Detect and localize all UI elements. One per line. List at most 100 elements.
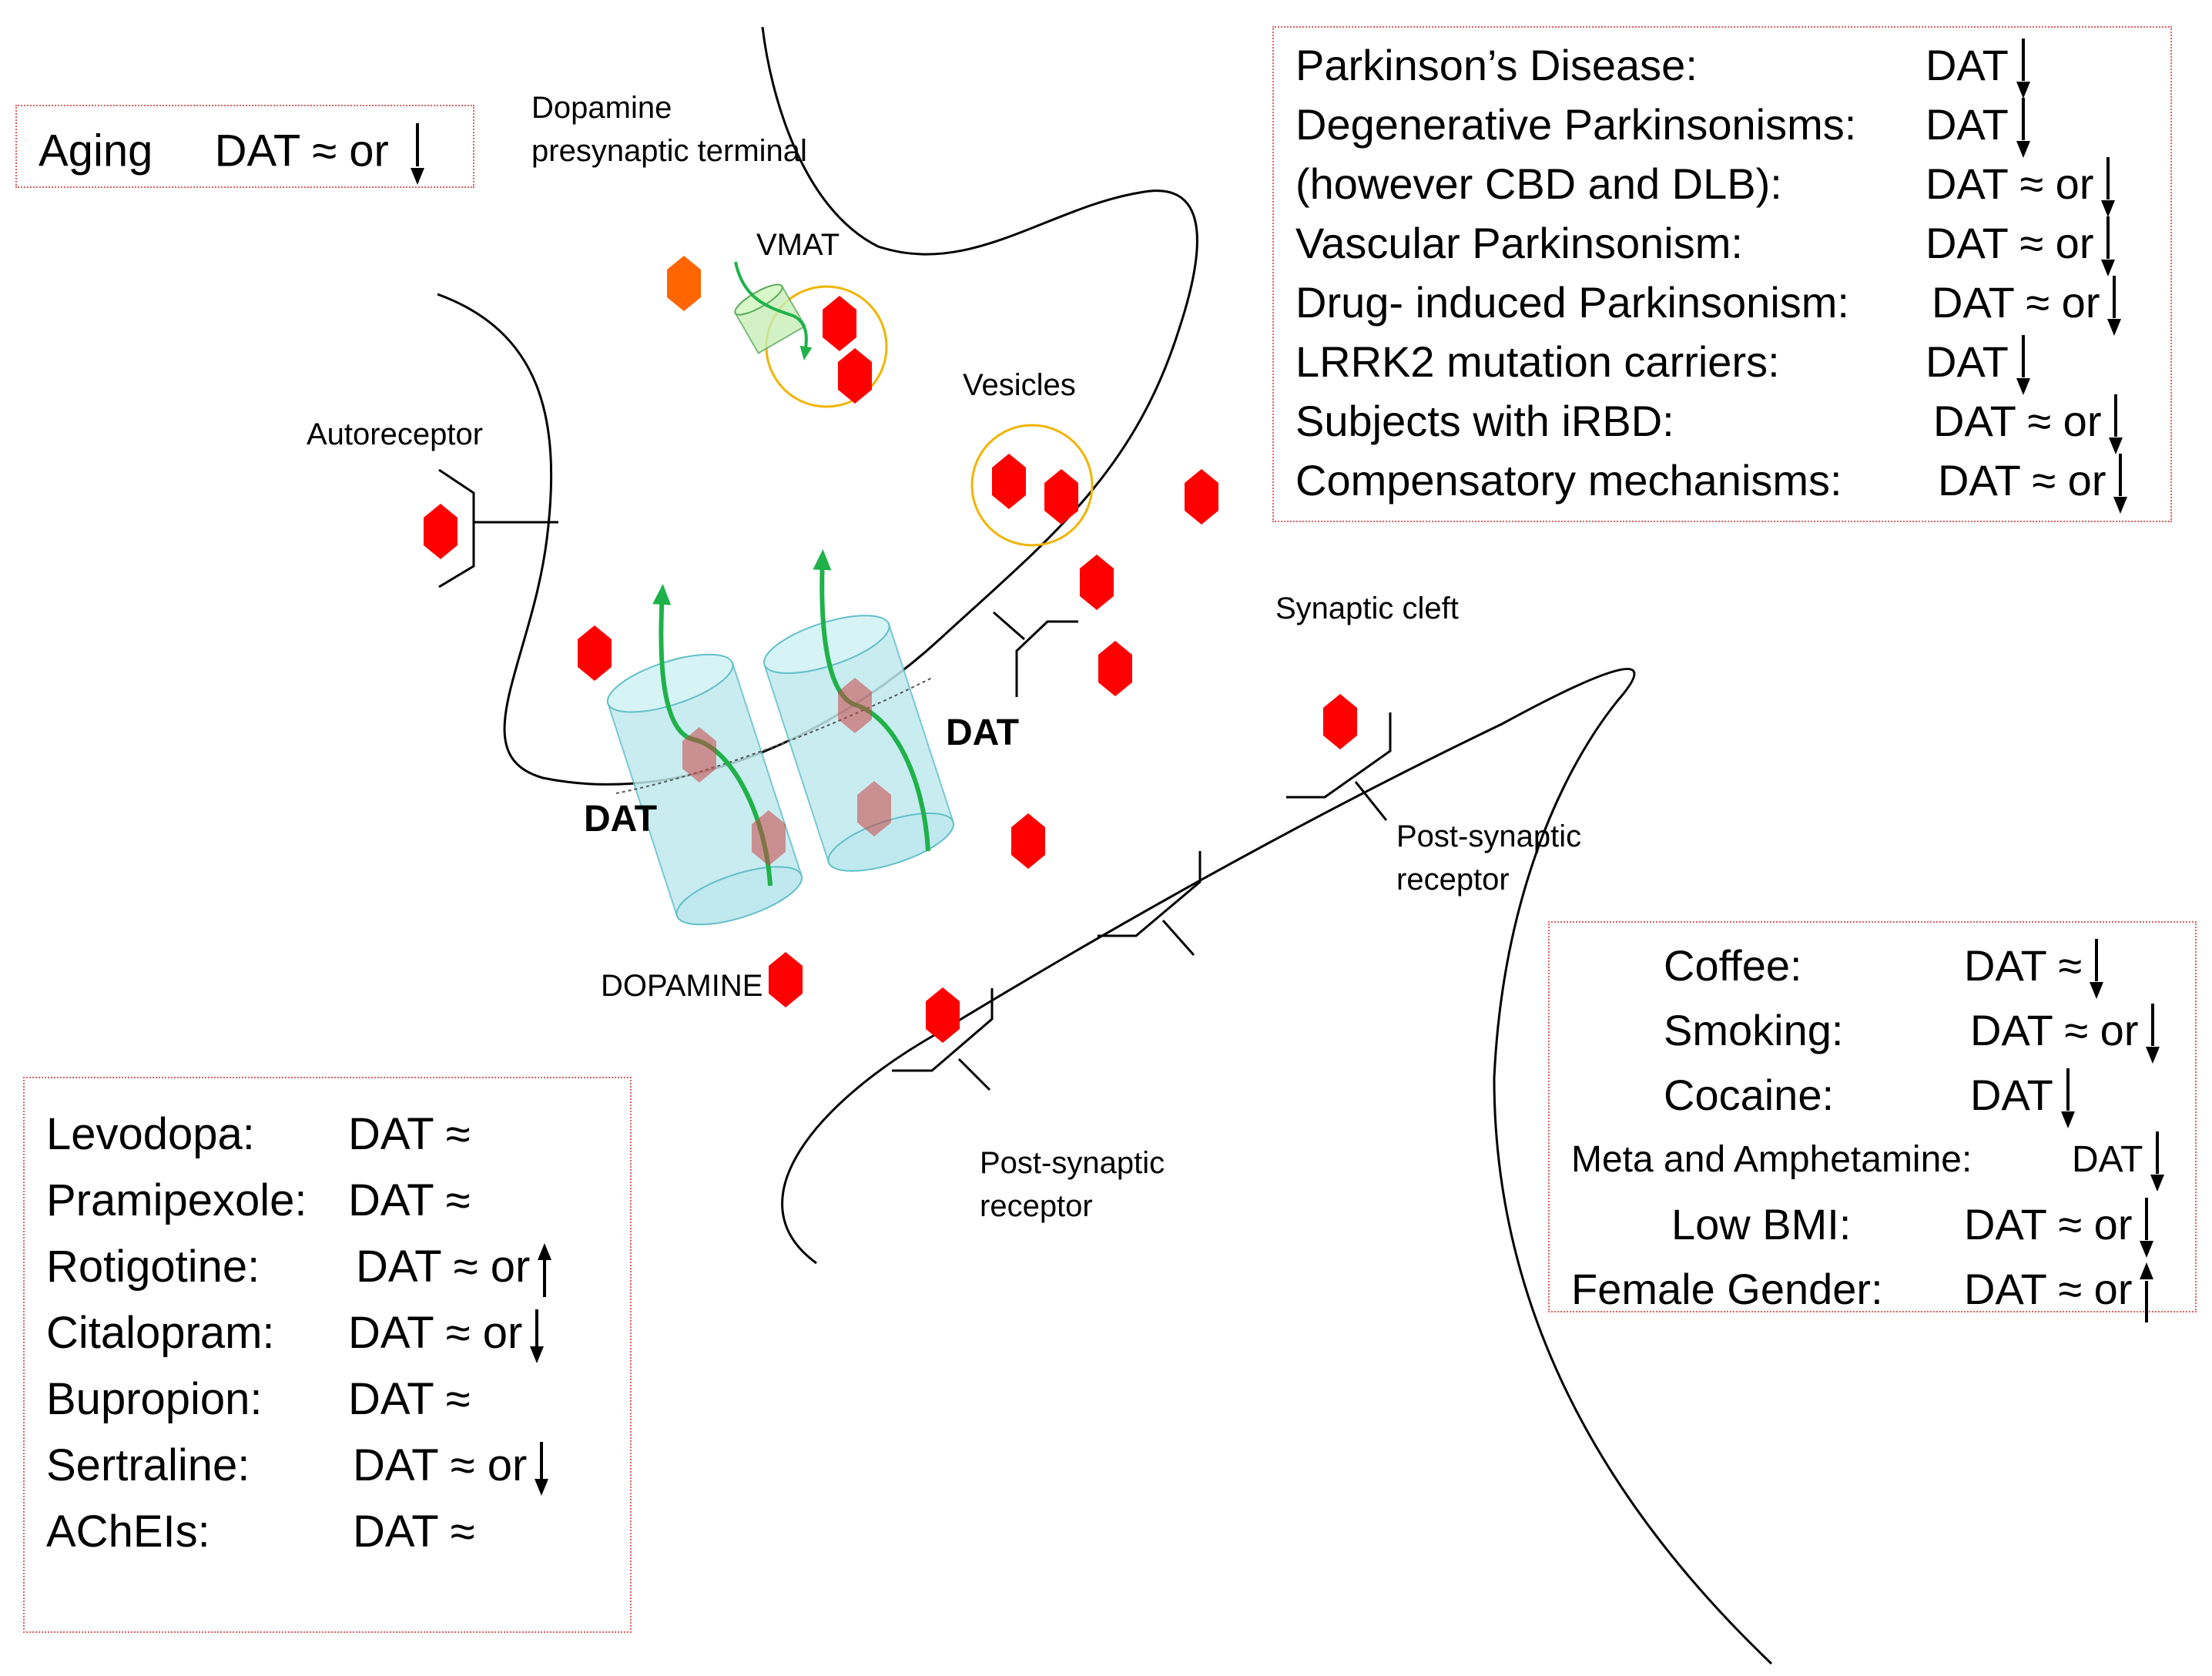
lifestyle-box-row: Meta and Amphetamine: DAT xyxy=(1571,1128,2212,1192)
row-value-text: DAT ≈ or xyxy=(1964,1265,2133,1313)
arrow-down-icon xyxy=(2140,1198,2154,1259)
row-value-text: DAT ≈ or xyxy=(353,1440,528,1490)
arrow-down-icon xyxy=(2146,1004,2160,1064)
arrow-down-icon xyxy=(2016,98,2030,159)
row-label: Sertraline: xyxy=(46,1440,250,1490)
dopamine-molecule xyxy=(578,625,612,681)
row-value: DAT ≈ or xyxy=(1938,451,2128,515)
row-value: DAT xyxy=(2072,1128,2165,1192)
row-label: Parkinson’s Disease: xyxy=(1295,41,1698,89)
dopamine-molecule xyxy=(1185,469,1218,525)
arrow-down-icon xyxy=(2109,394,2123,455)
arrow-down-icon xyxy=(2016,335,2030,396)
row-value: DAT xyxy=(1970,1063,2075,1129)
row-value: DAT ≈ or xyxy=(1933,391,2123,455)
dopamine-label: DOPAMINE xyxy=(601,969,763,1003)
row-value: DAT ≈ xyxy=(348,1366,471,1433)
terminal-label-line2: presynaptic terminal xyxy=(531,134,807,168)
row-label: Coffee: xyxy=(1664,941,1802,990)
row-value-text: DAT xyxy=(1925,100,2009,149)
dopamine-molecule xyxy=(769,952,803,1007)
row-label: Rotigotine: xyxy=(46,1242,260,1292)
vmat-arrow xyxy=(734,261,813,360)
row-value-text: DAT ≈ xyxy=(348,1109,471,1159)
dopamine-molecule xyxy=(1011,813,1045,869)
dopamine-molecule xyxy=(1080,555,1114,610)
arrow-down-icon xyxy=(411,123,424,185)
row-label: Smoking: xyxy=(1664,1006,1844,1054)
arrow-down-icon xyxy=(2107,276,2122,337)
row-label: Drug- induced Parkinsonism: xyxy=(1295,278,1849,327)
disease-box-row: Drug- induced Parkinsonism: DAT ≈ or xyxy=(1295,273,2192,337)
dopamine-molecule xyxy=(667,256,701,311)
row-label: (however CBD and DLB): xyxy=(1295,159,1782,208)
post-receptor-lower-line1: Post-synaptic xyxy=(980,1146,1165,1180)
post-receptor-upper xyxy=(1286,712,1392,821)
drug-box-row: Rotigotine:DAT ≈ or xyxy=(46,1234,652,1300)
row-label: Bupropion: xyxy=(46,1374,263,1424)
row-value: DAT xyxy=(1925,95,2030,159)
terminal-label-line1: Dopamine xyxy=(531,91,672,125)
row-value-text: DAT ≈ or xyxy=(1925,159,2094,208)
row-value: DAT ≈ or xyxy=(1964,1257,2154,1323)
disease-box-row: LRRK2 mutation carriers: DAT xyxy=(1295,332,2192,396)
lifestyle-box-row: Coffee: DAT ≈ xyxy=(1664,934,2212,1000)
dopamine-molecule xyxy=(1044,469,1078,525)
dopamine-molecule xyxy=(1323,694,1357,749)
row-value-text: DAT ≈ xyxy=(348,1374,471,1424)
post-receptor-lower-line2: receptor xyxy=(980,1189,1093,1223)
row-value: DAT ≈ or xyxy=(1970,998,2160,1064)
row-value: DAT xyxy=(1925,332,2030,396)
arrow-up-icon xyxy=(538,1242,552,1297)
synaptic-cleft-label: Synaptic cleft xyxy=(1275,592,1459,625)
lifestyle-box-row: Low BMI: DAT ≈ or xyxy=(1671,1192,2212,1259)
arrow-down-icon xyxy=(2060,1068,2075,1129)
row-value: DAT ≈ xyxy=(348,1101,471,1168)
disease-box-row: (however CBD and DLB): DAT ≈ or xyxy=(1295,154,2192,218)
row-value: DAT ≈ or xyxy=(353,1433,549,1499)
row-value: DAT ≈ or xyxy=(1932,273,2122,337)
row-label: LRRK2 mutation carriers: xyxy=(1295,337,1780,386)
row-value: DAT ≈ xyxy=(348,1168,471,1234)
presynaptic-membrane xyxy=(437,26,1198,786)
drug-box-row: Pramipexole:DAT ≈ xyxy=(46,1168,652,1234)
row-label: Compensatory mechanisms: xyxy=(1295,456,1842,504)
row-label: Low BMI: xyxy=(1671,1200,1852,1249)
row-label: Subjects with iRBD: xyxy=(1295,397,1674,445)
row-label: Meta and Amphetamine: xyxy=(1571,1139,1972,1180)
drug-box-row: Citalopram:DAT ≈ or xyxy=(46,1300,652,1366)
row-label: Vascular Parkinsonism: xyxy=(1295,219,1743,267)
row-value: DAT ≈ xyxy=(1964,934,2104,1000)
dopamine-molecule xyxy=(838,348,872,404)
row-label: Female Gender: xyxy=(1571,1265,1883,1313)
disease-box-row: Subjects with iRBD: DAT ≈ or xyxy=(1295,391,2192,455)
aging-row: Aging DAT ≈ or xyxy=(39,123,424,185)
aging-label: Aging xyxy=(39,126,153,176)
dopamine-molecules xyxy=(424,256,1357,1043)
terminal-label: Dopamine presynaptic terminal xyxy=(531,86,807,173)
dopamine-molecule xyxy=(926,987,960,1043)
drug-box: Levodopa:DAT ≈Pramipexole:DAT ≈Rotigotin… xyxy=(23,1077,632,1633)
lifestyle-box-row: Cocaine:DAT xyxy=(1664,1063,2212,1129)
row-value-text: DAT ≈ xyxy=(353,1507,475,1557)
row-value-text: DAT ≈ or xyxy=(1970,1006,2139,1054)
disease-box-row: Compensatory mechanisms: DAT ≈ or xyxy=(1295,451,2192,515)
arrow-down-icon xyxy=(2101,216,2116,277)
row-value-text: DAT ≈ or xyxy=(1932,278,2100,327)
lifestyle-box-row: Smoking: DAT ≈ or xyxy=(1664,998,2212,1064)
dat-label-left: DAT xyxy=(584,799,658,840)
vesicle xyxy=(970,424,1094,547)
drug-box-row: Levodopa:DAT ≈ xyxy=(46,1101,652,1168)
arrow-down-icon xyxy=(530,1309,545,1363)
row-value: DAT ≈ xyxy=(353,1499,475,1565)
dopamine-molecule xyxy=(823,296,856,351)
dopamine-molecule xyxy=(992,454,1026,509)
dopamine-molecule xyxy=(424,504,457,559)
arrow-down-icon xyxy=(535,1441,549,1496)
row-value: DAT ≈ or xyxy=(1964,1192,2154,1259)
row-label: AChEIs: xyxy=(46,1507,210,1557)
disease-box-row: Degenerative Parkinsonisms:DAT xyxy=(1295,95,2192,159)
row-value-text: DAT ≈ or xyxy=(348,1308,523,1358)
